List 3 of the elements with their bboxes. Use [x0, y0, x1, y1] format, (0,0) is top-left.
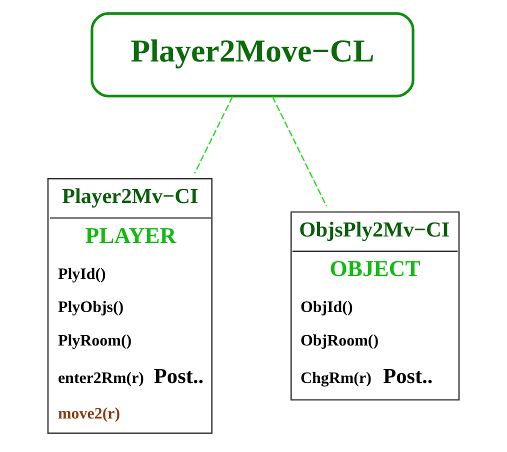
connector	[194, 96, 234, 174]
node-box: Player2Move−CL	[90, 12, 414, 98]
connector	[272, 96, 328, 206]
